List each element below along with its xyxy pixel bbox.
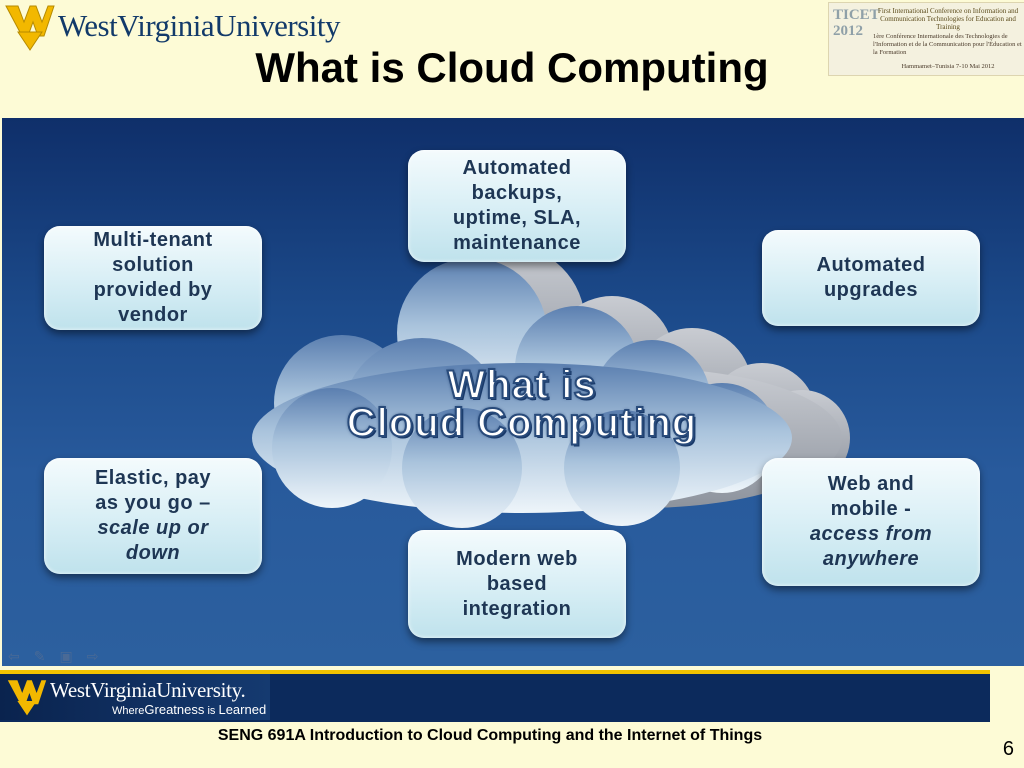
conference-text: First International Conference on Inform…	[873, 7, 1023, 71]
wvu-wordmark: WestVirginiaUniversity	[58, 8, 340, 43]
conference-location: Hammamet–Tunisia 7-10 Mai 2012	[901, 63, 995, 70]
box-automated-backups: Automated backups, uptime, SLA, maintena…	[408, 150, 626, 262]
box-line: Automated	[462, 157, 572, 179]
course-title: SENG 691A Introduction to Cloud Computin…	[217, 727, 763, 744]
footer-tagline: WhereGreatness is Learned	[112, 702, 266, 717]
slide-title: What is Cloud Computing	[255, 44, 769, 91]
wvu-logo: WestVirginiaUniversity	[4, 2, 340, 54]
ticet-mark-line: 2012	[833, 23, 863, 39]
box-line: uptime, SLA,	[452, 207, 582, 229]
box-line: Web and	[827, 473, 915, 495]
cloud-text-line2: Cloud Computing	[346, 401, 698, 445]
box-line: solution	[112, 254, 194, 276]
box-web-mobile: Web and mobile - access from anywhere	[762, 458, 980, 586]
tagline-greatness: Greatness	[144, 702, 205, 717]
box-line: down	[125, 542, 181, 564]
box-line: anywhere	[822, 548, 920, 570]
box-line: based	[486, 572, 548, 595]
slide-nav-controls: ⇦ ✎ ▣ ⇨	[8, 648, 98, 665]
cloud-face	[252, 258, 792, 528]
tagline-is: is	[207, 705, 216, 717]
box-line: provided by	[93, 279, 213, 301]
tagline-learned: Learned	[218, 702, 267, 717]
box-line: as you go –	[95, 492, 211, 514]
wvu-flying-wv-icon	[5, 5, 55, 51]
conference-title-fr: 1ère Conférence Internationale des Techn…	[873, 33, 1022, 56]
box-line: Automated	[816, 254, 926, 276]
box-multi-tenant: Multi-tenant solution provided by vendor	[44, 226, 262, 330]
diagram-panel: What is Cloud Computing Automated backup…	[2, 118, 1024, 666]
box-modern-web: Modern web based integration	[408, 530, 626, 638]
cloud-center-text: What is Cloud Computing	[272, 363, 772, 445]
box-line: vendor	[118, 304, 188, 326]
box-line: integration	[462, 597, 572, 620]
box-line: backups,	[471, 182, 563, 204]
cloud-graphic	[252, 245, 850, 528]
pen-icon[interactable]: ✎	[33, 648, 46, 664]
next-arrow-icon[interactable]: ⇨	[86, 648, 99, 664]
prev-arrow-icon[interactable]: ⇦	[8, 648, 20, 664]
box-automated-upgrades: Automated upgrades	[762, 230, 980, 326]
cloud-text-line1: What is	[446, 363, 597, 407]
page-number: 6	[1002, 738, 1014, 760]
menu-icon[interactable]: ▣	[59, 648, 73, 664]
box-line: upgrades	[823, 279, 918, 301]
box-line: maintenance	[453, 232, 581, 254]
conference-title-en: First International Conference on Inform…	[877, 7, 1019, 31]
footer-bar: WestVirginiaUniversity. WhereGreatness i…	[0, 670, 990, 722]
ticet-mark: TICET 2012	[833, 7, 880, 69]
footer-logo: WestVirginiaUniversity. WhereGreatness i…	[0, 674, 270, 720]
box-elastic: Elastic, pay as you go – scale up or dow…	[44, 458, 262, 574]
box-line: Elastic, pay	[94, 467, 212, 489]
box-line: scale up or	[97, 517, 209, 539]
box-line: access from	[809, 523, 933, 545]
box-line: mobile -	[830, 498, 912, 520]
box-line: Modern web	[456, 547, 578, 570]
tagline-where: Where	[112, 705, 145, 717]
conference-logo: TICET 2012 First International Conferenc…	[828, 2, 1024, 76]
wvu-flying-wv-icon	[7, 680, 47, 716]
ticet-mark-line: TICET	[833, 7, 880, 23]
footer-wordmark: WestVirginiaUniversity.	[50, 678, 246, 702]
box-line: Multi-tenant	[93, 229, 213, 251]
